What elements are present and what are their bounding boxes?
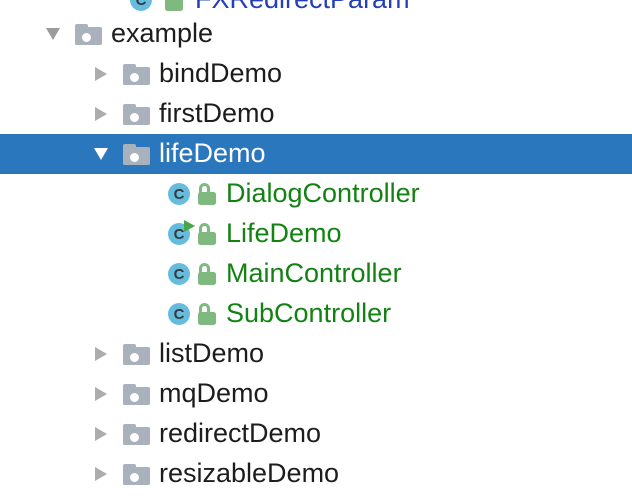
tree-item-label[interactable]: firstDemo bbox=[159, 98, 275, 129]
tree-row-lifedemo-class[interactable]: C LifeDemo bbox=[0, 214, 632, 254]
tree-item-label[interactable]: LifeDemo bbox=[226, 218, 342, 249]
tree-row-maincontroller[interactable]: C MainController bbox=[0, 254, 632, 294]
class-badge-letter: C bbox=[135, 0, 147, 9]
chevron-down-icon[interactable] bbox=[93, 146, 108, 162]
tree-row-lifedemo-selected[interactable]: lifeDemo bbox=[0, 134, 632, 174]
tree-item-label[interactable]: lifeDemo bbox=[159, 138, 266, 169]
chevron-right-icon[interactable] bbox=[93, 466, 108, 482]
runnable-class-icon: C bbox=[168, 220, 195, 245]
tree-row-listdemo[interactable]: listDemo bbox=[0, 334, 632, 374]
class-badge-letter: C bbox=[173, 305, 185, 323]
folder-icon bbox=[123, 423, 150, 445]
class-icon: C bbox=[168, 183, 190, 205]
tree-row-example[interactable]: example bbox=[0, 14, 632, 54]
tree-item-label[interactable]: example bbox=[111, 18, 214, 49]
tree-row-fxredirectparam[interactable]: C FXRedirectParam bbox=[0, 0, 632, 14]
run-arrow-icon bbox=[184, 220, 195, 232]
folder-icon bbox=[123, 383, 150, 405]
tree-row-dialogcontroller[interactable]: C DialogController bbox=[0, 174, 632, 214]
class-icon: C bbox=[168, 263, 190, 285]
folder-icon bbox=[123, 343, 150, 365]
tree-item-label[interactable]: SubController bbox=[226, 298, 392, 329]
tree-item-label[interactable]: DialogController bbox=[226, 178, 420, 209]
class-badge-letter: C bbox=[173, 265, 185, 283]
chevron-right-icon[interactable] bbox=[93, 106, 108, 122]
tree-row-subcontroller[interactable]: C SubController bbox=[0, 294, 632, 334]
unlocked-icon bbox=[198, 263, 216, 285]
chevron-right-icon[interactable] bbox=[93, 426, 108, 442]
folder-icon bbox=[123, 63, 150, 85]
chevron-right-icon[interactable] bbox=[93, 346, 108, 362]
unlocked-icon bbox=[165, 0, 183, 11]
tree-row-mqdemo[interactable]: mqDemo bbox=[0, 374, 632, 414]
tree-item-label[interactable]: MainController bbox=[226, 258, 402, 289]
tree-item-label[interactable]: bindDemo bbox=[159, 58, 283, 89]
folder-icon bbox=[123, 143, 150, 165]
chevron-right-icon[interactable] bbox=[93, 66, 108, 82]
class-icon: C bbox=[130, 0, 152, 11]
class-icon: C bbox=[168, 303, 190, 325]
tree-item-label[interactable]: listDemo bbox=[159, 338, 265, 369]
chevron-down-icon[interactable] bbox=[45, 26, 60, 42]
chevron-right-icon[interactable] bbox=[93, 386, 108, 402]
folder-icon bbox=[75, 23, 102, 45]
tree-item-label[interactable]: FXRedirectParam bbox=[195, 0, 410, 15]
folder-icon bbox=[123, 103, 150, 125]
class-badge-letter: C bbox=[173, 225, 185, 243]
unlocked-icon bbox=[198, 223, 216, 245]
folder-icon bbox=[123, 463, 150, 485]
tree-row-redirectdemo[interactable]: redirectDemo bbox=[0, 414, 632, 454]
tree-item-label[interactable]: resizableDemo bbox=[159, 458, 340, 489]
tree-row-firstdemo[interactable]: firstDemo bbox=[0, 94, 632, 134]
tree-row-resizabledemo[interactable]: resizableDemo bbox=[0, 454, 632, 494]
tree-item-label[interactable]: mqDemo bbox=[159, 378, 269, 409]
tree-item-label[interactable]: redirectDemo bbox=[159, 418, 322, 449]
tree-row-binddemo[interactable]: bindDemo bbox=[0, 54, 632, 94]
unlocked-icon bbox=[198, 303, 216, 325]
unlocked-icon bbox=[198, 183, 216, 205]
class-badge-letter: C bbox=[173, 185, 185, 203]
